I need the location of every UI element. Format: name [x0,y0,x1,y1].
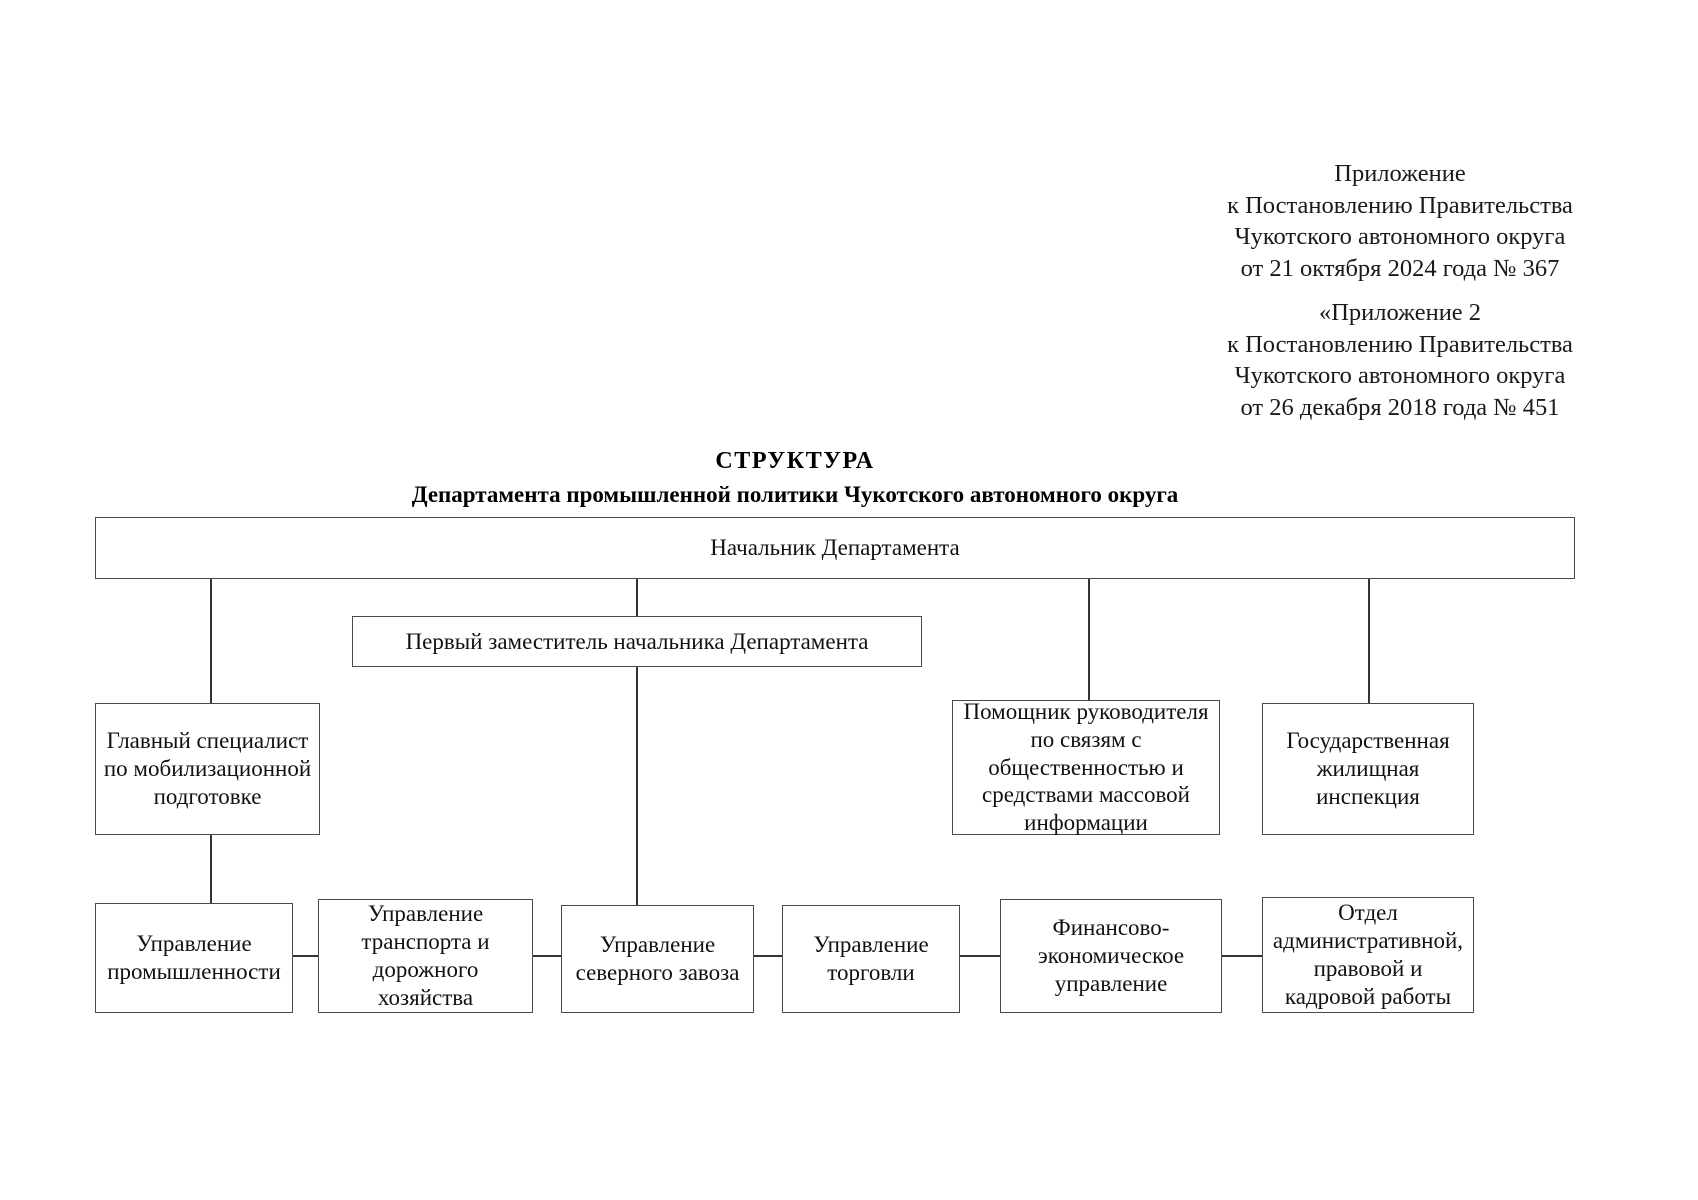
node-line: подготовке [153,783,262,809]
node-line: управление [1054,970,1168,996]
appendix-reference-current: Приложение к Постановлению Правительства… [1160,158,1640,284]
node-line: торговли [827,960,915,985]
connector-deputy-to-bottom-bus [636,667,638,955]
node-transport-and-roads-department[interactable]: Управление транспорта и дорожного хозяйс… [318,899,533,1013]
node-line: промышленности [107,959,281,984]
node-administrative-legal-hr-department[interactable]: Отдел административной, правовой и кадро… [1262,897,1474,1013]
node-line: административной, [1272,928,1464,954]
node-line: инспекция [1316,783,1420,809]
appendix-line: Чукотского автономного округа [1234,362,1566,390]
node-line: транспорта и [361,929,490,955]
connector-head-to-housing [1368,579,1370,703]
title-main: СТРУКТУРА [715,448,875,474]
node-line: Государственная [1286,728,1450,754]
node-trade-department[interactable]: Управление торговли [782,905,960,1013]
node-line: Главный специалист [106,728,309,754]
node-line: северного завоза [575,960,740,985]
node-line: Управление [136,931,252,957]
node-line: жилищная [1316,756,1420,782]
node-head-of-department[interactable]: Начальник Департамента [95,517,1575,579]
node-chief-specialist-mobilization[interactable]: Главный специалист по мобилизационной по… [95,703,320,835]
appendix-line: «Приложение 2 [1318,299,1482,326]
node-line: общественностью и [988,754,1184,780]
node-line: экономическое [1037,943,1185,969]
node-line: средствами массовой [982,782,1190,808]
appendix-line: от 21 октября 2024 года № 367 [1240,254,1560,282]
node-line: Управление [367,901,484,927]
node-industry-department[interactable]: Управление промышленности [95,903,293,1013]
node-line: хозяйства [377,984,474,1010]
appendix-line: к Постановлению Правительства [1227,330,1573,358]
node-line: по мобилизационной [103,756,312,782]
node-line: по связям с [1030,726,1142,752]
appendix-line: к Постановлению Правительства [1227,191,1573,219]
appendix-line: Приложение [1334,160,1466,187]
page-title: СТРУКТУРА Департамента промышленной поли… [0,446,1590,509]
node-press-assistant[interactable]: Помощник руководителя по связям с общест… [952,698,1220,836]
node-state-housing-inspection[interactable]: Государственная жилищная инспекция [1262,703,1474,835]
node-financial-economic-department[interactable]: Финансово- экономическое управление [1000,899,1222,1013]
connector-head-to-deputy [636,579,638,616]
node-line: Отдел [1338,900,1398,926]
node-first-deputy-head[interactable]: Первый заместитель начальника Департамен… [352,616,922,667]
node-line: дорожного [372,957,479,982]
node-line: кадровой работы [1284,983,1452,1009]
node-line: Управление [813,932,929,958]
appendix-line: Чукотского автономного округа [1234,223,1566,251]
node-line: Управление [599,932,716,958]
title-subtitle: Департамента промышленной политики Чукот… [411,481,1179,507]
appendix-reference-2: «Приложение 2 к Постановлению Правительс… [1160,297,1640,423]
appendix-line: от 26 декабря 2018 года № 451 [1240,393,1560,421]
node-line: правовой и [1313,956,1423,981]
node-line: Первый заместитель начальника Департамен… [405,628,869,654]
node-line: Помощник руководителя [963,698,1209,724]
connector-head-to-press [1088,579,1090,700]
node-line: Финансово- [1052,915,1170,941]
node-line: Начальник Департамента [710,535,960,561]
node-line: информации [1024,810,1148,836]
node-northern-delivery-department[interactable]: Управление северного завоза [561,905,754,1013]
